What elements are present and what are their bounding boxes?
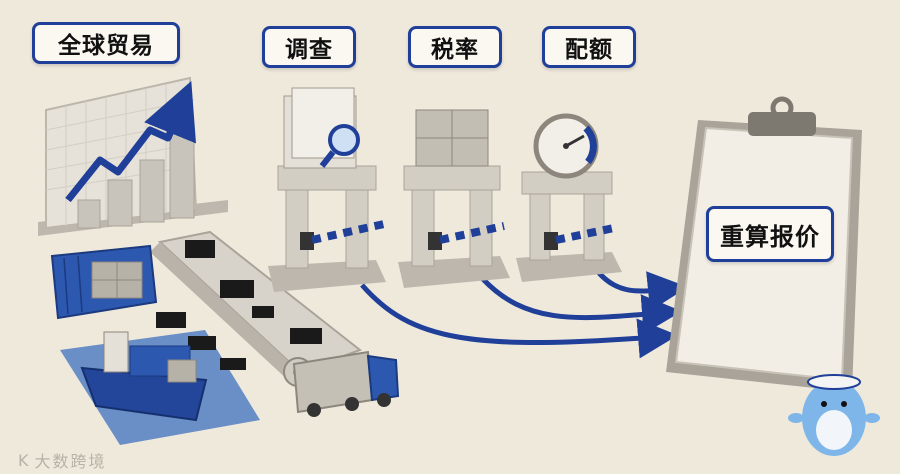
flow-arrows [360, 270, 688, 359]
gate-investigation [268, 87, 386, 292]
barrier-gate-icon [428, 222, 505, 250]
label-investigation: 调查 [262, 26, 356, 68]
label-requote: 重算报价 [706, 206, 834, 262]
folder-magnifier-icon [283, 87, 360, 169]
conveyor-belt-icon [150, 230, 363, 387]
label-quota: 配额 [542, 26, 636, 68]
cargo-ship-icon [80, 331, 208, 422]
shipping-container-icon [50, 244, 158, 320]
rising-chart-icon [38, 76, 228, 236]
gate-quota [516, 113, 622, 282]
brand-logo-icon: K [18, 450, 31, 470]
barrier-gate-icon [300, 220, 385, 250]
microchip-icon [156, 240, 322, 370]
gauge-icon [533, 113, 599, 179]
mascot-icon [788, 374, 880, 456]
boxes-icon [415, 109, 489, 167]
barrier-gate-icon [544, 224, 615, 250]
label-global-trade: 全球贸易 [32, 22, 180, 64]
brand-name: 大数跨境 [34, 452, 107, 471]
gate-tax [398, 109, 510, 288]
label-tax-rate: 税率 [408, 26, 502, 68]
truck-icon [292, 350, 400, 417]
brand-watermark: K 大数跨境 [18, 448, 107, 472]
